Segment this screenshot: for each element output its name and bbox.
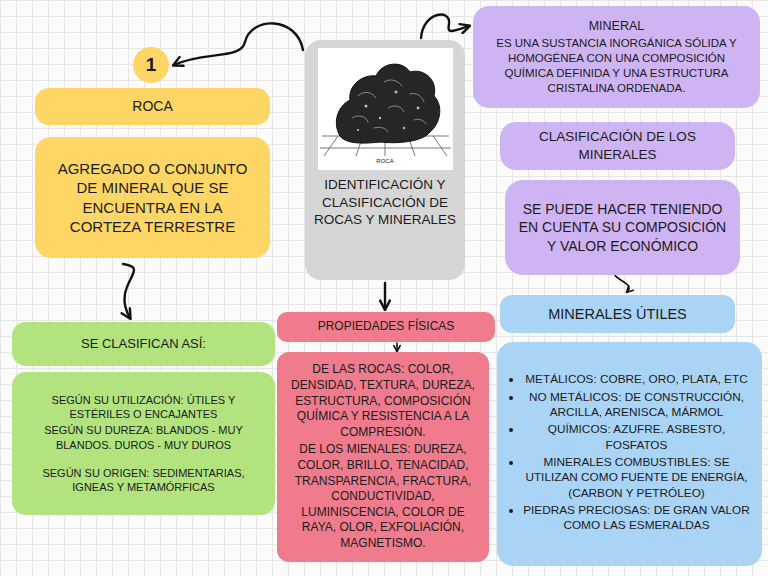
box-text: DE LAS ROCAS: COLOR, DENSIDAD, TEXTURA, … bbox=[285, 362, 481, 440]
box-text: PROPIEDADES FÍSICAS bbox=[318, 319, 455, 335]
illustration-caption: ROCA bbox=[318, 158, 453, 164]
box-text: SEGÚN SU DUREZA: BLANDOS - MUY BLANDOS. … bbox=[22, 423, 265, 452]
list-item: METÁLICOS: COBRE, ORO, PLATA, ETC bbox=[523, 372, 750, 387]
connector-arrow bbox=[421, 15, 469, 38]
callout-number: 1 bbox=[133, 47, 169, 83]
title-band: SE CLASIFICAN ASÍ: bbox=[12, 322, 275, 366]
box-text: SE CLASIFICAN ASÍ: bbox=[81, 336, 206, 353]
list-item: NO METÁLICOS: DE CONSTRUCCIÓN, ARCILLA, … bbox=[523, 390, 750, 421]
box-text: ES UNA SUSTANCIA INORGÁNICA SÓLIDA Y HOM… bbox=[483, 36, 750, 96]
title-band: PROPIEDADES FÍSICAS bbox=[277, 312, 495, 342]
title-band: ROCA bbox=[35, 88, 270, 125]
connector-arrow bbox=[396, 343, 398, 351]
title-band: MINERALES ÚTILES bbox=[500, 295, 735, 333]
definition-box: AGREGADO O CONJUNTO DE MINERAL QUE SE EN… bbox=[35, 137, 270, 258]
box-text: CLASIFICACIÓN DE LOS MINERALES bbox=[512, 128, 723, 163]
list-box: SEGÚN SU UTILIZACIÓN: ÚTILES Y ESTÉRILES… bbox=[12, 372, 275, 515]
list-item: MINERALES COMBUSTIBLES: SE UTILIZAN COMO… bbox=[523, 455, 750, 501]
connector-arrow bbox=[123, 264, 134, 318]
central-topic-box: ROCA IDENTIFICACIÓN Y CLASIFICACIÓN DE R… bbox=[305, 40, 465, 280]
connector-arrow bbox=[384, 283, 386, 309]
rock-illustration: ROCA bbox=[318, 48, 453, 170]
connector-arrow bbox=[174, 23, 303, 65]
list-item: QUÍMICOS: AZUFRE. ASBESTO, FOSFATOS bbox=[523, 422, 750, 453]
list-item: PIEDRAS PRECIOSAS: DE GRAN VALOR COMO LA… bbox=[523, 503, 750, 534]
box-text: MINERALES ÚTILES bbox=[548, 305, 687, 324]
bullet-list-box: METÁLICOS: COBRE, ORO, PLATA, ETC NO METÁ… bbox=[497, 342, 762, 566]
list-box: DE LAS ROCAS: COLOR, DENSIDAD, TEXTURA, … bbox=[277, 352, 489, 562]
description-box: SE PUEDE HACER TENIENDO EN CUENTA SU COM… bbox=[505, 180, 740, 275]
box-text: SE PUEDE HACER TENIENDO EN CUENTA SU COM… bbox=[517, 200, 728, 255]
rock-drawing bbox=[318, 48, 453, 170]
definition-box: MINERAL ES UNA SUSTANCIA INORGÁNICA SÓLID… bbox=[473, 6, 760, 108]
bullet-list: METÁLICOS: COBRE, ORO, PLATA, ETC NO METÁ… bbox=[505, 372, 750, 535]
box-heading: MINERAL bbox=[589, 18, 645, 34]
box-text: AGREGADO O CONJUNTO DE MINERAL QUE SE EN… bbox=[47, 159, 258, 237]
box-text: 1 bbox=[146, 53, 157, 78]
box-text: ROCA bbox=[132, 97, 172, 115]
box-text: IDENTIFICACIÓN Y CLASIFICACIÓN DE ROCAS … bbox=[313, 176, 457, 229]
box-text: SEGÚN SU UTILIZACIÓN: ÚTILES Y ESTÉRILES… bbox=[22, 393, 265, 422]
box-text: DE LOS MIENALES: DUREZA, COLOR, BRILLO, … bbox=[285, 442, 481, 551]
title-band: CLASIFICACIÓN DE LOS MINERALES bbox=[500, 122, 735, 170]
box-text: SEGÚN SU ORIGEN: SEDIMENTARIAS, IGNEAS Y… bbox=[22, 466, 265, 495]
